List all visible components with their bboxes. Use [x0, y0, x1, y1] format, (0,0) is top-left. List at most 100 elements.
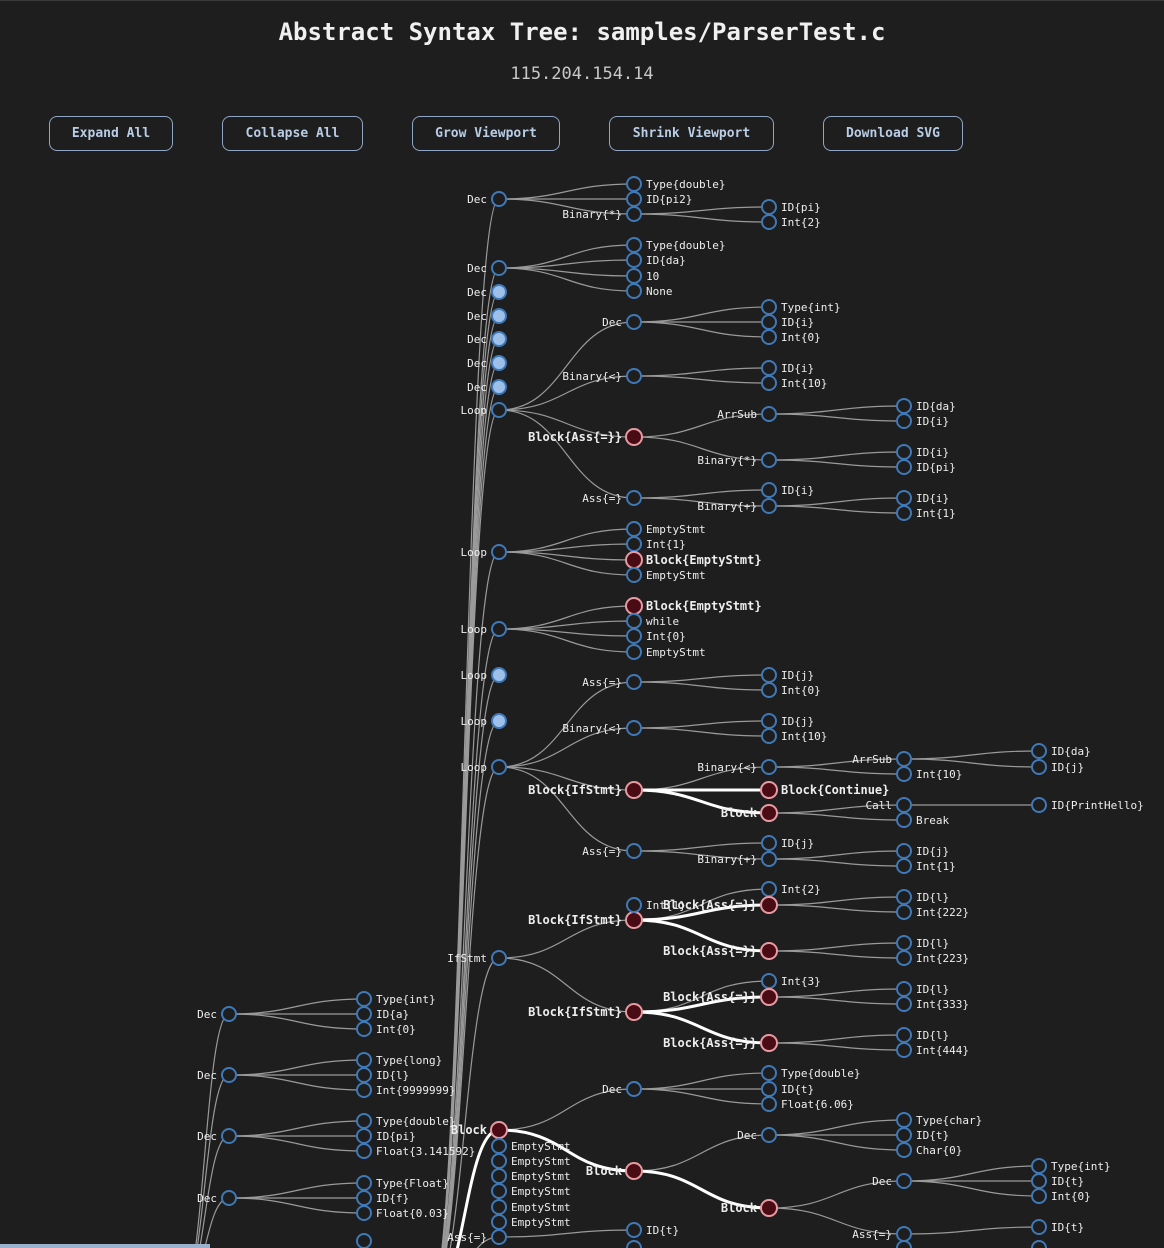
tree-node[interactable]	[1031, 1240, 1047, 1248]
tree-node[interactable]: Int{3}	[761, 973, 821, 989]
tree-node[interactable]: ID{l}	[896, 889, 949, 905]
tree-node-circle[interactable]	[626, 720, 642, 736]
tree-node-circle[interactable]	[356, 1021, 372, 1037]
tree-node[interactable]: None	[626, 283, 673, 299]
tree-node[interactable]: ID{l}	[896, 1027, 949, 1043]
tree-node[interactable]: Loop	[461, 621, 507, 637]
tree-node[interactable]: Int{0}	[761, 329, 821, 345]
tree-node-circle[interactable]	[626, 490, 642, 506]
tree-node[interactable]: ID{i}	[896, 413, 949, 429]
tree-node-circle[interactable]	[896, 950, 912, 966]
tree-node-circle[interactable]	[896, 996, 912, 1012]
tree-node-circle[interactable]	[626, 1222, 642, 1238]
tree-node-circle[interactable]	[896, 1142, 912, 1158]
tree-node[interactable]: Type{double}	[761, 1065, 860, 1081]
tree-node-circle[interactable]	[626, 176, 642, 192]
tree-node[interactable]: Int{0}	[356, 1021, 416, 1037]
tree-node[interactable]: ID{i}	[896, 444, 949, 460]
tree-node[interactable]: EmptyStmt	[491, 1138, 571, 1154]
tree-node-circle[interactable]	[896, 444, 912, 460]
tree-node[interactable]: Dec	[197, 1067, 237, 1083]
tree-node[interactable]: ID{l}	[896, 935, 949, 951]
tree-node[interactable]: Ass{=}	[852, 1226, 912, 1242]
tree-node[interactable]: ID{t}	[761, 1081, 814, 1097]
tree-node[interactable]: Int{1}	[896, 858, 956, 874]
tree-node[interactable]: ID{a}	[356, 1006, 409, 1022]
tree-node[interactable]: Loop	[461, 667, 507, 683]
tree-node[interactable]: EmptyStmt	[626, 567, 706, 583]
tree-node[interactable]: ID{pi}	[761, 199, 821, 215]
tree-node-circle[interactable]	[221, 1006, 237, 1022]
tree-node[interactable]: Block{IfStmt}	[528, 1003, 643, 1021]
tree-node-circle[interactable]	[1031, 1219, 1047, 1235]
tree-node-circle[interactable]	[896, 751, 912, 767]
tree-node-circle[interactable]	[760, 1199, 778, 1217]
tree-node-circle[interactable]	[491, 1168, 507, 1184]
tree-node[interactable]: Block	[721, 804, 778, 822]
tree-node[interactable]: Dec	[467, 379, 507, 395]
tree-node-circle[interactable]	[491, 667, 507, 683]
tree-node[interactable]: Float{6.06}	[761, 1096, 854, 1112]
tree-node[interactable]: Binary{+}	[697, 498, 777, 514]
tree-node[interactable]: Block{Ass{=}}	[663, 896, 778, 914]
tree-node[interactable]: Ass{=}	[582, 843, 642, 859]
tree-node[interactable]: Block{Ass{=}}	[663, 942, 778, 960]
tree-node-circle[interactable]	[626, 613, 642, 629]
tree-node[interactable]: ID{j}	[761, 835, 814, 851]
tree-node[interactable]: Block{EmptyStmt}	[625, 597, 762, 615]
tree-node[interactable]: ID{pi}	[356, 1128, 416, 1144]
tree-node-circle[interactable]	[761, 214, 777, 230]
tree-node-circle[interactable]	[896, 398, 912, 414]
tree-node-circle[interactable]	[760, 1034, 778, 1052]
tree-node[interactable]: Type{char}	[896, 1112, 982, 1128]
tree-node[interactable]: EmptyStmt	[491, 1199, 571, 1215]
tree-node[interactable]: ArrSub	[852, 751, 912, 767]
tree-node[interactable]: EmptyStmt	[491, 1153, 571, 1169]
tree-node-circle[interactable]	[896, 766, 912, 782]
tree-node-circle[interactable]	[626, 897, 642, 913]
tree-node-circle[interactable]	[625, 781, 643, 799]
tree-node[interactable]: Binary{<}	[562, 720, 642, 736]
tree-node-circle[interactable]	[761, 759, 777, 775]
tree-node[interactable]: Dec	[602, 1081, 642, 1097]
tree-node[interactable]: Int{2}	[761, 881, 821, 897]
tree-node[interactable]: Int{9999999}	[356, 1082, 455, 1098]
tree-node-circle[interactable]	[221, 1128, 237, 1144]
tree-node-circle[interactable]	[356, 1143, 372, 1159]
tree-node[interactable]: Block{Continue}	[760, 781, 889, 799]
tree-node-circle[interactable]	[491, 1183, 507, 1199]
tree-node-circle[interactable]	[356, 1128, 372, 1144]
tree-node[interactable]: ID{j}	[896, 843, 949, 859]
tree-node[interactable]	[356, 1233, 372, 1248]
tree-node-circle[interactable]	[896, 1226, 912, 1242]
tree-node[interactable]: Type{int}	[1031, 1158, 1111, 1174]
tree-node[interactable]: Float{3.141592}	[356, 1143, 475, 1159]
tree-node-circle[interactable]	[761, 375, 777, 391]
tree-node-circle[interactable]	[221, 1190, 237, 1206]
tree-node[interactable]: Block{IfStmt}	[528, 911, 643, 929]
tree-node[interactable]: Block{IfStmt}	[528, 781, 643, 799]
tree-node-circle[interactable]	[626, 843, 642, 859]
tree-node-circle[interactable]	[761, 360, 777, 376]
tree-node[interactable]	[896, 1240, 912, 1248]
tree-node-circle[interactable]	[1031, 743, 1047, 759]
tree-node[interactable]: Char{0}	[896, 1142, 962, 1158]
tree-node-circle[interactable]	[491, 1153, 507, 1169]
tree-node-circle[interactable]	[896, 490, 912, 506]
tree-node[interactable]: ID{t}	[896, 1127, 949, 1143]
tree-node[interactable]: Type{int}	[761, 299, 841, 315]
tree-node[interactable]: ID{i}	[896, 490, 949, 506]
tree-node[interactable]: Int{10}	[761, 375, 827, 391]
tree-node-circle[interactable]	[761, 199, 777, 215]
shrink-viewport-button[interactable]: Shrink Viewport	[609, 116, 774, 151]
tree-node-circle[interactable]	[625, 597, 643, 615]
tree-node[interactable]: ID{t}	[1031, 1219, 1084, 1235]
tree-node[interactable]: Int{223}	[896, 950, 969, 966]
tree-node-circle[interactable]	[626, 521, 642, 537]
tree-node-circle[interactable]	[761, 851, 777, 867]
tree-node-circle[interactable]	[761, 498, 777, 514]
tree-node[interactable]: ID{f}	[356, 1190, 409, 1206]
tree-node-circle[interactable]	[1031, 797, 1047, 813]
tree-node[interactable]: Dec	[467, 308, 507, 324]
tree-node-circle[interactable]	[626, 314, 642, 330]
